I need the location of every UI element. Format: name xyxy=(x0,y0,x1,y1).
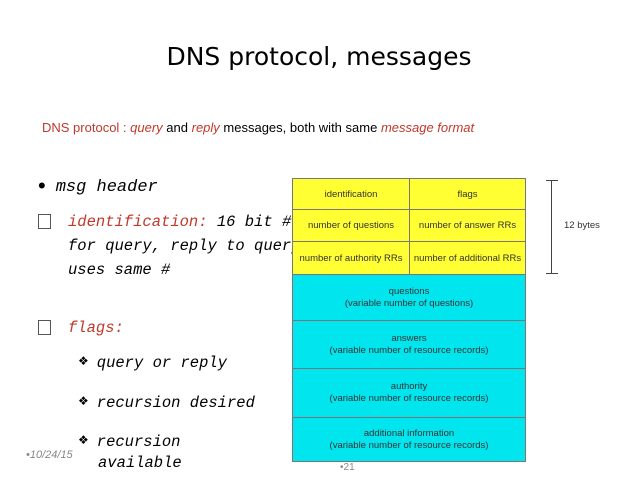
flag-subitem-continuation: available xyxy=(98,454,182,472)
subtitle-prefix: DNS protocol : xyxy=(42,120,131,135)
section-detail: (variable number of questions) xyxy=(344,297,474,309)
page-bullet-icon: • xyxy=(340,462,344,473)
list-item-flags: flags: xyxy=(38,316,288,340)
bracket-top-tick xyxy=(546,180,558,181)
section-questions: questions (variable number of questions) xyxy=(292,274,526,320)
section-title: answers xyxy=(391,332,427,344)
field-cell: identification xyxy=(293,179,410,209)
main-bullet-text: msg header xyxy=(55,178,158,197)
subtitle-reply: reply xyxy=(191,120,220,135)
slide-subtitle: DNS protocol : query and reply messages,… xyxy=(42,120,474,135)
diamond-bullet-icon: ❖ xyxy=(78,394,89,408)
section-title: additional information xyxy=(363,427,455,439)
field-cell: number of questions xyxy=(293,210,410,241)
slide-title: DNS protocol, messages xyxy=(166,42,472,71)
header-row: number of questions number of answer RRs xyxy=(292,209,526,241)
list-item-text: identification: 16 bit # for query, repl… xyxy=(68,210,308,282)
flag-subitem: ❖ recursion desired xyxy=(78,394,255,412)
field-cell: number of answer RRs xyxy=(418,220,517,231)
section-authority: authority (variable number of resource r… xyxy=(292,368,526,417)
flag-subitem: ❖ query or reply xyxy=(78,354,227,372)
section-additional-information: additional information (variable number … xyxy=(292,417,526,462)
subtitle-query: query xyxy=(130,120,163,135)
subtitle-format: message format xyxy=(380,120,475,135)
subtitle-middle: messages, both with same xyxy=(219,120,381,135)
field-cell: number of additional RRs xyxy=(413,252,522,264)
term-flags: flags: xyxy=(68,319,124,337)
header-size-bracket xyxy=(546,180,558,274)
diamond-bullet-icon: ❖ xyxy=(78,433,89,447)
header-row: number of authority RRs number of additi… xyxy=(292,241,526,274)
missing-glyph-icon xyxy=(38,214,51,229)
missing-glyph-icon xyxy=(38,320,51,335)
section-answers: answers (variable number of resource rec… xyxy=(292,320,526,368)
page-number: •21 xyxy=(340,462,355,473)
section-title: authority xyxy=(390,381,428,392)
subtitle-and: and xyxy=(162,120,192,135)
section-content: questions (variable number of questions) xyxy=(293,275,525,320)
date-bullet-icon: • xyxy=(26,449,30,461)
slide-date: •10/24/15 xyxy=(26,449,73,461)
section-content: additional information (variable number … xyxy=(293,418,525,461)
bracket-line xyxy=(551,181,552,273)
flag-subitem-text: recursion xyxy=(96,433,181,451)
flag-subitem: ❖ recursion xyxy=(78,433,180,451)
diamond-bullet-icon: ❖ xyxy=(78,354,89,368)
section-detail: (variable number of resource records) xyxy=(329,393,489,404)
page-number-text: 21 xyxy=(343,462,355,473)
field-cell: flags xyxy=(457,188,478,200)
section-detail: (variable number of resource records) xyxy=(329,439,489,451)
list-item-text: flags: xyxy=(68,316,308,340)
header-row: identification flags xyxy=(292,178,526,209)
date-text: 10/24/15 xyxy=(29,449,73,461)
flag-subitem-text: query or reply xyxy=(96,354,227,372)
identification-description: 16 bit # for query, reply to query uses … xyxy=(68,213,301,279)
bracket-bottom-tick xyxy=(546,273,558,274)
flag-subitem-text: recursion desired xyxy=(96,394,255,412)
section-title: questions xyxy=(388,285,430,297)
main-bullet: • msg header xyxy=(38,171,158,198)
field-cell: number of authority RRs xyxy=(293,242,410,274)
list-item-identification: identification: 16 bit # for query, repl… xyxy=(38,210,301,306)
section-content: authority (variable number of resource r… xyxy=(293,369,525,417)
term-identification: identification: xyxy=(68,213,208,231)
header-size-label: 12 bytes xyxy=(564,220,600,231)
section-content: answers (variable number of resource rec… xyxy=(293,321,525,368)
bullet-dot-icon: • xyxy=(38,173,46,198)
section-detail: (variable number of resource records) xyxy=(329,344,489,356)
